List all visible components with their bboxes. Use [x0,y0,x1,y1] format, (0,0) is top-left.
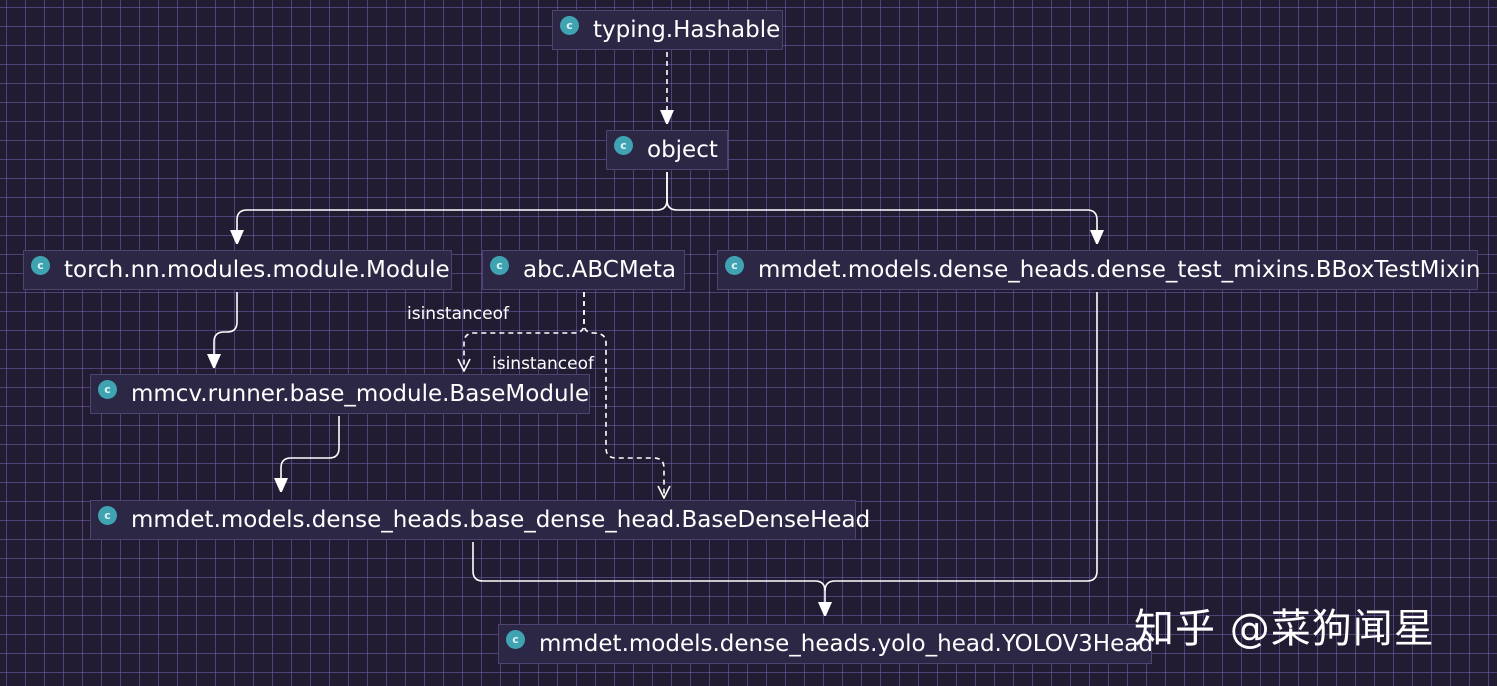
edge-basemodule-basedensehead [281,416,340,486]
class-node-yolov3head[interactable]: c mmdet.models.dense_heads.yolo_head.YOL… [498,624,1153,664]
class-node-abcmeta[interactable]: c abc.ABCMeta [482,250,685,290]
class-node-bboxtestmixin[interactable]: c mmdet.models.dense_heads.dense_test_mi… [717,250,1481,290]
class-node-basedensehead[interactable]: c mmdet.models.dense_heads.base_dense_he… [90,500,870,540]
edge-label-isinstanceof-basedensehead: isinstanceof [492,354,595,374]
edge-bboxtestmixin-yolov3head [824,292,1098,592]
class-icon: c [560,16,579,35]
class-node-label: typing.Hashable [593,17,781,43]
class-node-label: object [647,137,718,163]
class-node-label: torch.nn.modules.module.Module [64,257,450,283]
class-node-label: mmcv.runner.base_module.BaseModule [131,381,590,407]
class-node-typing-hashable[interactable]: c typing.Hashable [552,10,783,50]
class-icon: c [98,380,117,399]
class-node-label: mmdet.models.dense_heads.base_dense_head… [131,507,871,533]
class-icon: c [725,256,744,275]
class-node-label: mmdet.models.dense_heads.dense_test_mixi… [758,257,1481,283]
class-node-label: abc.ABCMeta [523,257,676,283]
class-icon: c [31,256,50,275]
class-icon: c [506,630,525,649]
edge-label-isinstanceof-basemodule: isinstanceof [407,304,510,324]
class-node-label: mmdet.models.dense_heads.yolo_head.YOLOV… [539,631,1153,657]
edge-object-torch-module [237,172,668,238]
edge-abcmeta-basedensehead [583,292,664,498]
class-icon: c [98,506,117,525]
class-icon: c [614,136,633,155]
edge-torch-module-basemodule [214,292,238,362]
class-node-object[interactable]: c object [606,130,728,170]
edge-object-bboxtestmixin [666,172,1097,238]
class-node-basemodule[interactable]: c mmcv.runner.base_module.BaseModule [90,374,590,414]
class-icon: c [490,256,509,275]
class-node-torch-module[interactable]: c torch.nn.modules.module.Module [23,250,452,290]
watermark: 知乎 @菜狗闻星 [1134,606,1435,652]
edge-basedensehead-yolov3head [472,542,825,610]
